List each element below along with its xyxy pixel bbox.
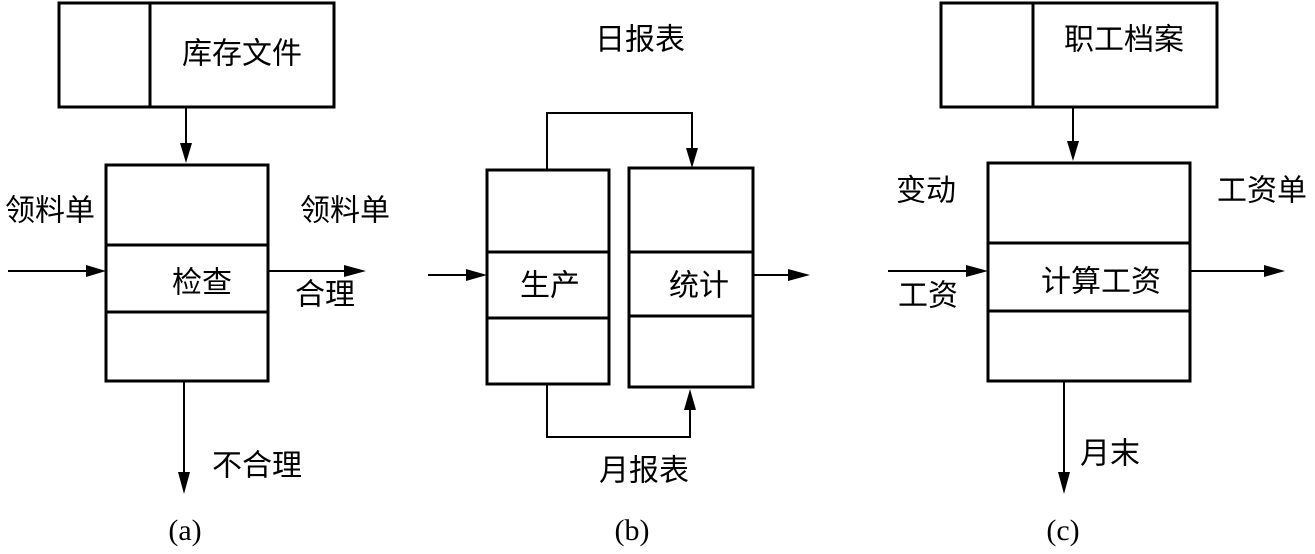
down-arrow-c: [1058, 381, 1070, 494]
input-arrow-a: [8, 265, 106, 277]
down-label-month-end: 月末: [1080, 437, 1140, 472]
down-label-invalid: 不合理: [212, 449, 302, 484]
output-arrow-b: [753, 269, 810, 281]
process-label-statistics: 统计: [669, 269, 729, 304]
down-arrow-a: [178, 381, 190, 494]
caption-b: (b): [615, 514, 650, 547]
output-label-payslip: 工资单: [1217, 174, 1307, 209]
process-label-calc-salary: 计算工资: [1041, 265, 1161, 300]
file-store-label: 库存文件: [182, 37, 302, 72]
process-label-production: 生产: [520, 269, 580, 304]
diagram-a: 库存文件 检查 领料单 领料单 合理 不合: [5, 1, 390, 547]
input-arrow-b: [428, 269, 487, 281]
file-store-label-c: 职工档案: [1064, 23, 1184, 58]
file-store-inventory: 库存文件: [57, 1, 336, 109]
connector-bottom-b: [546, 384, 696, 438]
file-store-employee-records: 职工档案: [939, 1, 1219, 109]
top-label-daily-report: 日报表: [595, 23, 685, 58]
process-box-statistics: 统计: [627, 166, 755, 389]
process-box-calc-salary: 计算工资: [986, 161, 1192, 383]
output-arrow-a: [268, 265, 366, 277]
input-arrow-c: [888, 265, 988, 277]
bottom-label-monthly-report: 月报表: [599, 454, 689, 489]
output-label-valid: 合理: [295, 278, 355, 313]
connector-top-b: [546, 112, 698, 170]
input-label-requisition: 领料单: [5, 194, 95, 229]
process-box-production: 生产: [485, 168, 611, 386]
caption-a: (a): [168, 514, 201, 547]
output-label-requisition: 领料单: [300, 194, 390, 229]
arrow-file-to-process-a: [180, 107, 192, 163]
input-label-change: 变动: [896, 174, 956, 209]
output-arrow-c: [1190, 265, 1285, 277]
arrow-file-to-process-c: [1067, 107, 1079, 161]
process-box-check: 检查: [104, 163, 270, 383]
diagram-b: 日报表 生产 统计: [428, 23, 810, 547]
caption-c: (c): [1046, 514, 1079, 547]
process-label-check: 检查: [172, 266, 232, 301]
diagram-c: 职工档案 计算工资 变动 工资 工资单 月: [888, 1, 1307, 547]
input-label-salary: 工资: [898, 279, 958, 314]
